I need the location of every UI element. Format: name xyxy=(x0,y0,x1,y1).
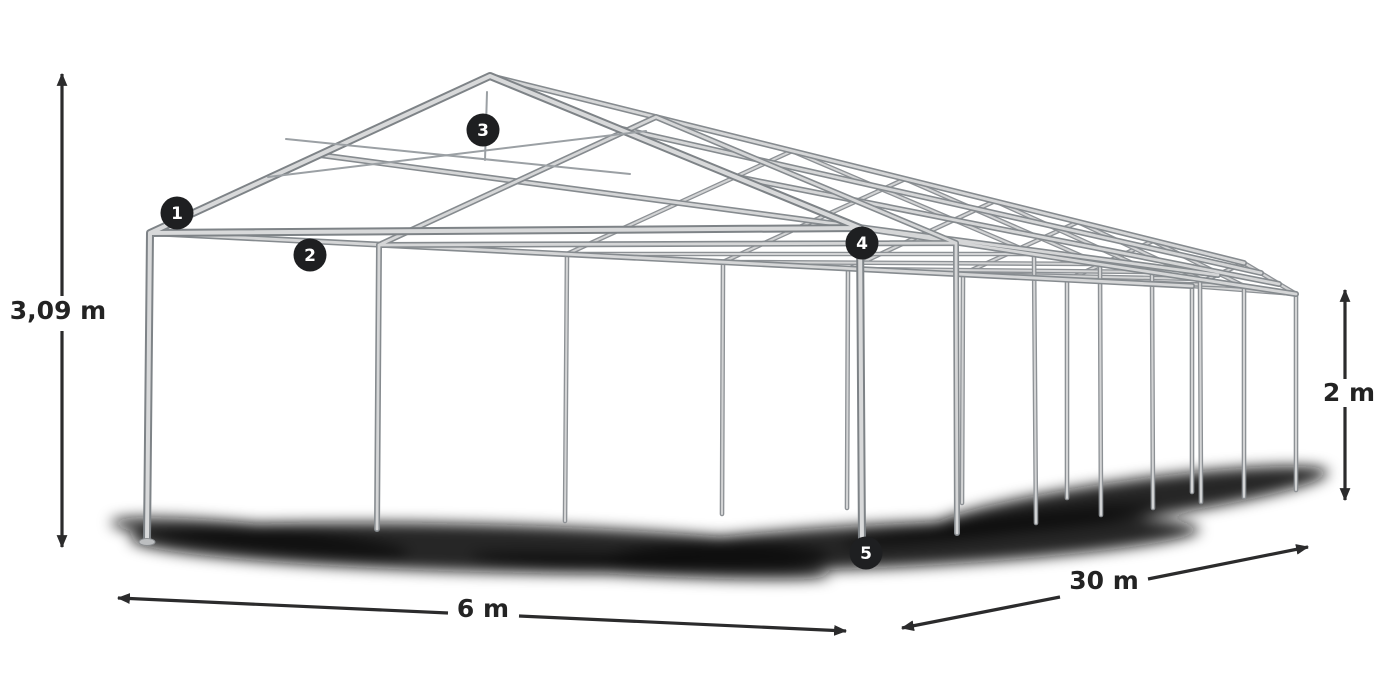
marker-badge-4: 4 xyxy=(845,226,879,260)
roof-bracing-cables xyxy=(267,91,647,178)
marker-badge-1-label: 1 xyxy=(171,204,183,224)
ground-shadow xyxy=(110,465,1329,580)
marker-badge-2-label: 2 xyxy=(304,246,316,266)
dimension-length: 30 m xyxy=(900,544,1310,632)
marker-badge-1: 1 xyxy=(160,196,194,230)
marker-badge-2: 2 xyxy=(293,238,327,272)
marker-badge-3: 3 xyxy=(466,113,500,147)
marker-badge-3-label: 3 xyxy=(477,121,489,141)
frame-section-1 xyxy=(147,76,862,545)
dimension-height-total-label: 3,09 m xyxy=(10,296,106,325)
marker-badge-5-label: 5 xyxy=(860,544,872,564)
frame-section-2 xyxy=(377,117,957,533)
marker-badge-5: 5 xyxy=(849,536,883,570)
dimension-side-height-label: 2 m xyxy=(1323,378,1375,407)
dimension-width-label: 6 m xyxy=(457,594,509,623)
dimension-side-height: 2 m xyxy=(1323,288,1375,502)
dimension-height-total: 3,09 m xyxy=(10,72,106,549)
marker-badge-4-label: 4 xyxy=(856,234,868,254)
dimension-length-label: 30 m xyxy=(1069,566,1139,595)
dimension-width: 6 m xyxy=(116,593,848,636)
